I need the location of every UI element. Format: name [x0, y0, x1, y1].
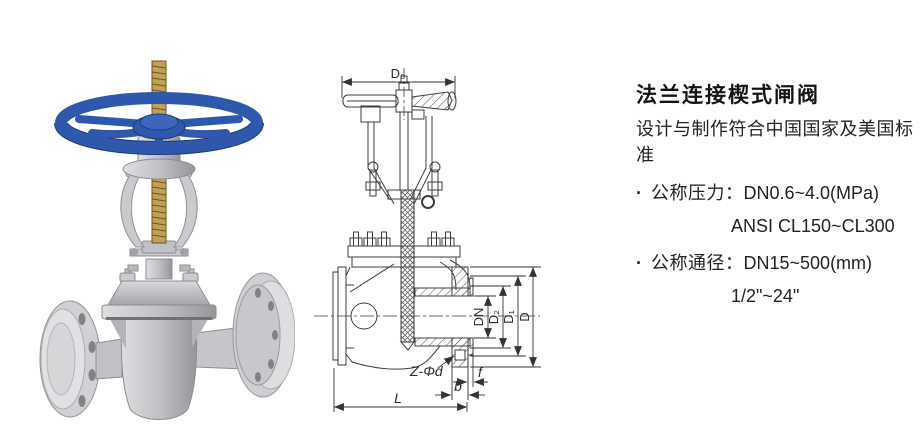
handwheel-section: [342, 75, 457, 120]
standards-line: 设计与制作符合中国国家及美国标准: [636, 119, 914, 165]
left-flange: [39, 300, 101, 418]
spec-row-pressure: · 公称压力： DN0.6~4.0(MPa): [636, 179, 916, 205]
valve-body: [120, 318, 198, 420]
stem-top: [151, 60, 167, 122]
diameter-label: 公称通径：: [651, 253, 744, 273]
valve-technical-drawing: D₀ DN D₂ D₁ D Z-Φd f b L: [300, 50, 580, 426]
gate-valve-section-drawing: D₀ DN D₂ D₁ D Z-Φd f b L: [314, 66, 541, 412]
dim-label-l: L: [394, 390, 402, 406]
handwheel: [54, 92, 264, 155]
left-gusset-rib: [110, 319, 126, 349]
spec-row-ansi: ANSI CL150~CL300: [731, 216, 916, 237]
dim-label-d: D: [517, 312, 532, 321]
dim-label-d2: D₂: [486, 310, 501, 324]
gland-section: [365, 161, 443, 209]
gate-wedge-section: [399, 189, 415, 351]
inch-range-value: 1/2"~24": [731, 286, 800, 306]
drawing-geometry: [314, 68, 540, 370]
dim-label-b: b: [454, 378, 462, 394]
right-gusset-rib: [192, 319, 208, 347]
dim-label-d0: D₀: [391, 66, 406, 81]
bullet-dot: ·: [636, 253, 642, 273]
dim-label-d1: D₁: [501, 310, 516, 324]
left-flange-section: [332, 266, 347, 366]
bullet-dot: ·: [636, 183, 642, 203]
threaded-stem: [151, 168, 167, 244]
diameter-value: DN15~500(mm): [743, 253, 873, 273]
dim-label-dn: DN: [471, 308, 486, 327]
gate-valve-photo-illustration: [39, 60, 295, 420]
dim-label-f: f: [478, 364, 484, 380]
bonnet: [101, 268, 217, 320]
pressure-value: DN0.6~4.0(MPa): [743, 183, 880, 203]
valve-photo: [30, 57, 295, 422]
ansi-class-value: ANSI CL150~CL300: [731, 216, 895, 236]
spec-row-inches: 1/2"~24": [731, 286, 916, 307]
dimension-labels: D₀ DN D₂ D₁ D Z-Φd f b L: [391, 66, 532, 406]
yoke-and-stem: [360, 105, 433, 205]
dim-label-z-phi-d: Z-Φd: [409, 363, 444, 379]
gland-assembly: [127, 240, 191, 280]
dimension-lines: [333, 76, 541, 412]
product-specs: 法兰连接楔式闸阀 设计与制作符合中国国家及美国标准 · 公称压力： DN0.6~…: [636, 84, 916, 307]
right-flange: [232, 272, 295, 398]
right-flange-section: [414, 266, 474, 368]
spec-row-diameter: · 公称通径： DN15~500(mm): [636, 249, 916, 275]
left-pipe: [95, 338, 123, 380]
product-title: 法兰连接楔式闸阀: [636, 84, 820, 107]
pressure-label: 公称压力：: [651, 183, 744, 203]
